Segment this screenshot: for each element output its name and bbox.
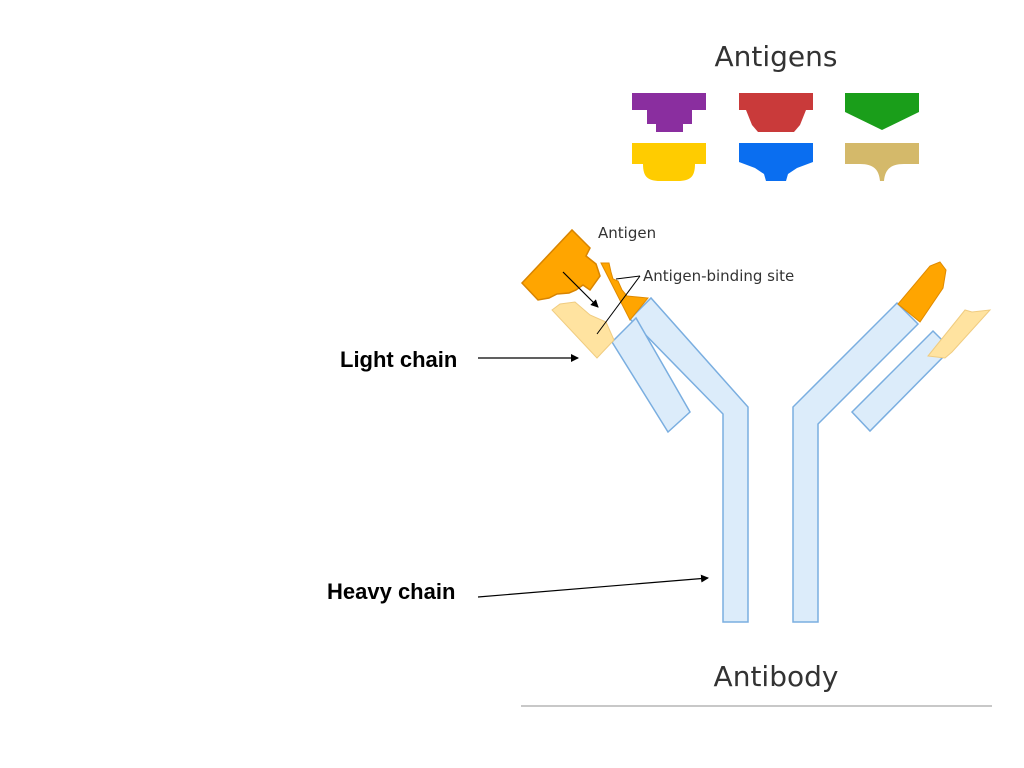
light-variable-region-right (927, 309, 992, 359)
antigen-palette (632, 93, 919, 181)
antigen-arrow (562, 271, 599, 308)
antigen-shape-green (845, 93, 919, 130)
binding-site-pointer-2 (596, 275, 641, 335)
bound-antigen (520, 228, 601, 301)
heavy-chain-left (628, 296, 749, 623)
antigen-shape-tan (845, 143, 919, 181)
antigens-title: Antigens (715, 40, 838, 73)
binding-site-label: Antigen-binding site (643, 267, 794, 285)
light-chain-label: Light chain (340, 347, 457, 372)
light-chain-left (611, 316, 691, 434)
binding-site-pointer-1 (615, 275, 641, 280)
antigen-shape-red (739, 93, 813, 132)
heavy-chain-right (792, 301, 920, 623)
heavy-chain-label: Heavy chain (327, 579, 455, 604)
antigen-shape-purple (632, 93, 706, 132)
heavy-chain-arrow (477, 574, 709, 598)
antibody (520, 228, 992, 623)
light-variable-region-left (551, 301, 615, 359)
antibody-caption: Antibody (714, 660, 839, 693)
antigen-label: Antigen (598, 224, 656, 242)
heavy-variable-region-right (897, 261, 947, 323)
antigen-shape-yellow (632, 143, 706, 181)
annotation-lines (477, 271, 709, 598)
heavy-variable-region-left (600, 262, 649, 321)
antigen-shape-blue (739, 143, 813, 181)
